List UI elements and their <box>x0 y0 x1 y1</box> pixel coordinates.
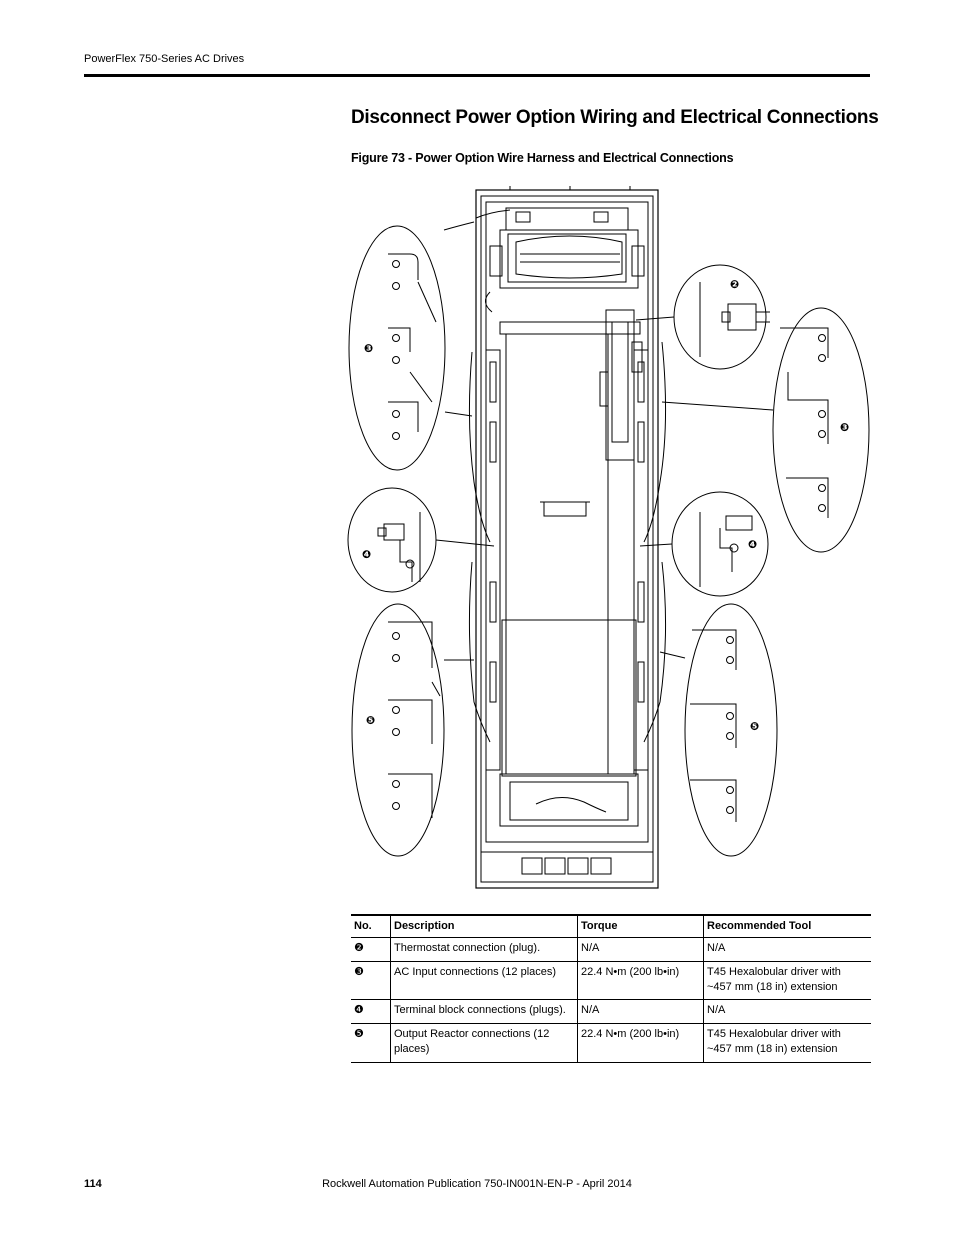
table-header-row: No. Description Torque Recommended Tool <box>351 913 871 938</box>
wiring-diagram-figure: ❷ ❸ ❸ ❹ <box>340 182 880 896</box>
cell-torque: 22.4 N•m (200 lb•in) <box>577 1023 704 1063</box>
header-torque: Torque <box>577 913 704 938</box>
header-description: Description <box>390 913 578 938</box>
callout-2-detail: ❷ <box>635 264 770 370</box>
cell-description: Thermostat connection (plug). <box>390 937 578 962</box>
cell-torque: 22.4 N•m (200 lb•in) <box>577 961 704 1001</box>
callout-4-right-detail: ❹ <box>639 491 769 597</box>
cell-description: Terminal block connections (plugs). <box>390 999 578 1025</box>
callout-4-right-label: ❹ <box>748 538 757 551</box>
table-row: ❷ Thermostat connection (plug). N/A N/A <box>351 937 871 962</box>
callout-5-right-label: ❺ <box>750 720 759 733</box>
callout-3-left-detail: ❸ <box>348 225 473 471</box>
callout-3-right-detail: ❸ <box>661 307 870 553</box>
section-title: Disconnect Power Option Wiring and Elect… <box>351 107 879 128</box>
callout-4-left-detail: ❹ <box>347 487 495 593</box>
cell-no: ❸ <box>351 961 391 1001</box>
cell-tool: T45 Hexalobular driver with ~457 mm (18 … <box>703 961 871 1001</box>
wiring-diagram: ❷ ❸ ❸ ❹ <box>347 186 870 889</box>
table-row: ❹ Terminal block connections (plugs). N/… <box>351 999 871 1025</box>
cell-torque: N/A <box>577 937 704 962</box>
table-row: ❺ Output Reactor connections (12 places)… <box>351 1023 871 1063</box>
callout-2-label: ❷ <box>730 278 739 291</box>
callout-3-right-label: ❸ <box>840 421 849 434</box>
cell-no: ❷ <box>351 937 391 962</box>
drive-cabinet <box>443 186 667 889</box>
cell-tool: N/A <box>703 937 871 962</box>
header-rule <box>84 74 870 77</box>
callout-5-left-label: ❺ <box>366 714 375 727</box>
publication-footer: Rockwell Automation Publication 750-IN00… <box>322 1178 632 1190</box>
table-row: ❸ AC Input connections (12 places) 22.4 … <box>351 961 871 1001</box>
running-header: PowerFlex 750-Series AC Drives <box>84 53 245 65</box>
cell-tool: N/A <box>703 999 871 1025</box>
callout-4-left-label: ❹ <box>362 548 371 561</box>
cell-description: AC Input connections (12 places) <box>390 961 578 1001</box>
callout-5-left-detail: ❺ <box>351 603 474 857</box>
cell-torque: N/A <box>577 999 704 1025</box>
header-no: No. <box>351 913 391 938</box>
header-recommended-tool: Recommended Tool <box>703 913 871 938</box>
callout-5-right-detail: ❺ <box>659 603 778 857</box>
cell-no: ❺ <box>351 1023 391 1063</box>
page-number: 114 <box>84 1178 102 1190</box>
callout-3-left-label: ❸ <box>364 342 373 355</box>
cell-tool: T45 Hexalobular driver with ~457 mm (18 … <box>703 1023 871 1063</box>
figure-caption: Figure 73 - Power Option Wire Harness an… <box>351 151 734 165</box>
cell-description: Output Reactor connections (12 places) <box>390 1023 578 1063</box>
connections-table: No. Description Torque Recommended Tool … <box>351 913 871 1063</box>
cell-no: ❹ <box>351 999 391 1025</box>
